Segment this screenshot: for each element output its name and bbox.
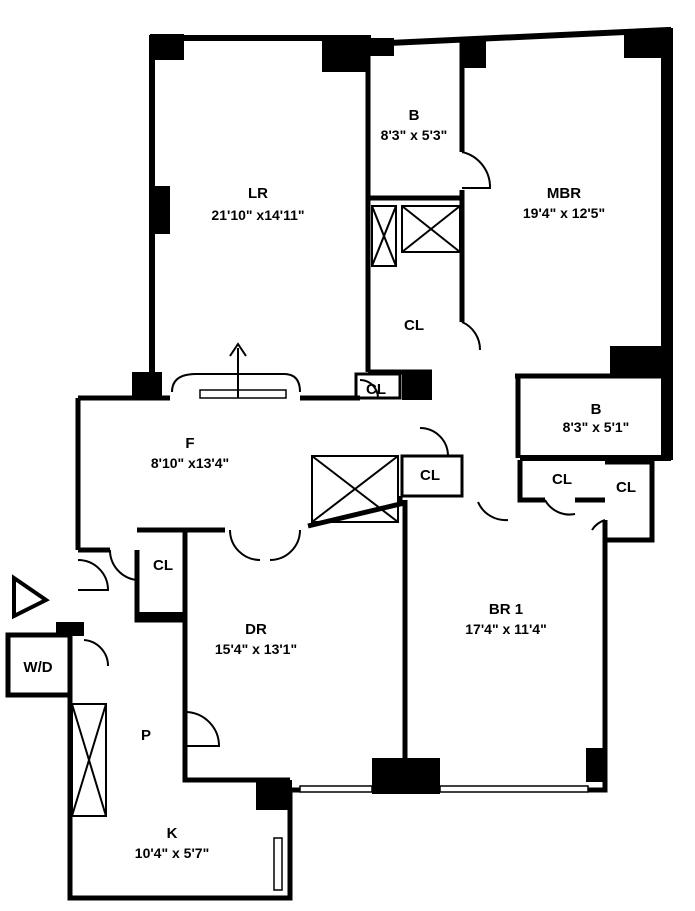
room-br1-name: BR 1 [489,601,523,618]
room-k-name: K [167,825,178,842]
room-f-dims: 8'10" x13'4" [151,455,229,471]
room-f-name: F [185,435,194,452]
room-cl-main-name: CL [404,317,424,334]
room-b1-name: B [409,107,420,124]
room-cl-foyer-name: CL [366,381,386,398]
room-p-name: P [141,727,151,744]
room-labels: LR 21'10" x14'11" B 8'3" x 5'3" MBR 19'4… [23,107,636,861]
up-arrow-icon [229,342,247,398]
room-lr-name: LR [248,185,268,202]
outer-walls [5,26,673,901]
windows [273,785,589,891]
room-k-dims: 10'4" x 5'7" [135,845,209,861]
interior-walls [78,40,668,780]
room-br1-dims: 17'4" x 11'4" [465,621,546,637]
room-mbr-dims: 19'4" x 12'5" [523,205,605,221]
room-b1-dims: 8'3" x 5'3" [381,127,448,143]
room-cl-b2-name: CL [616,479,636,496]
room-lr-dims: 21'10" x14'11" [211,207,304,223]
doors [77,151,606,747]
columns [56,30,668,810]
room-dr-dims: 15'4" x 13'1" [215,641,297,657]
room-cl-dr-name: CL [153,557,173,574]
room-dr-name: DR [245,621,267,638]
room-b2-dims: 8'3" x 5'1" [563,419,630,435]
room-wd-name: W/D [23,659,52,676]
room-cl-hall-name: CL [420,467,440,484]
room-mbr-name: MBR [547,185,581,202]
entrance-marker [12,574,50,620]
room-cl-b1-name: CL [552,471,572,488]
room-b2-name: B [591,401,602,418]
shafts [71,205,461,817]
